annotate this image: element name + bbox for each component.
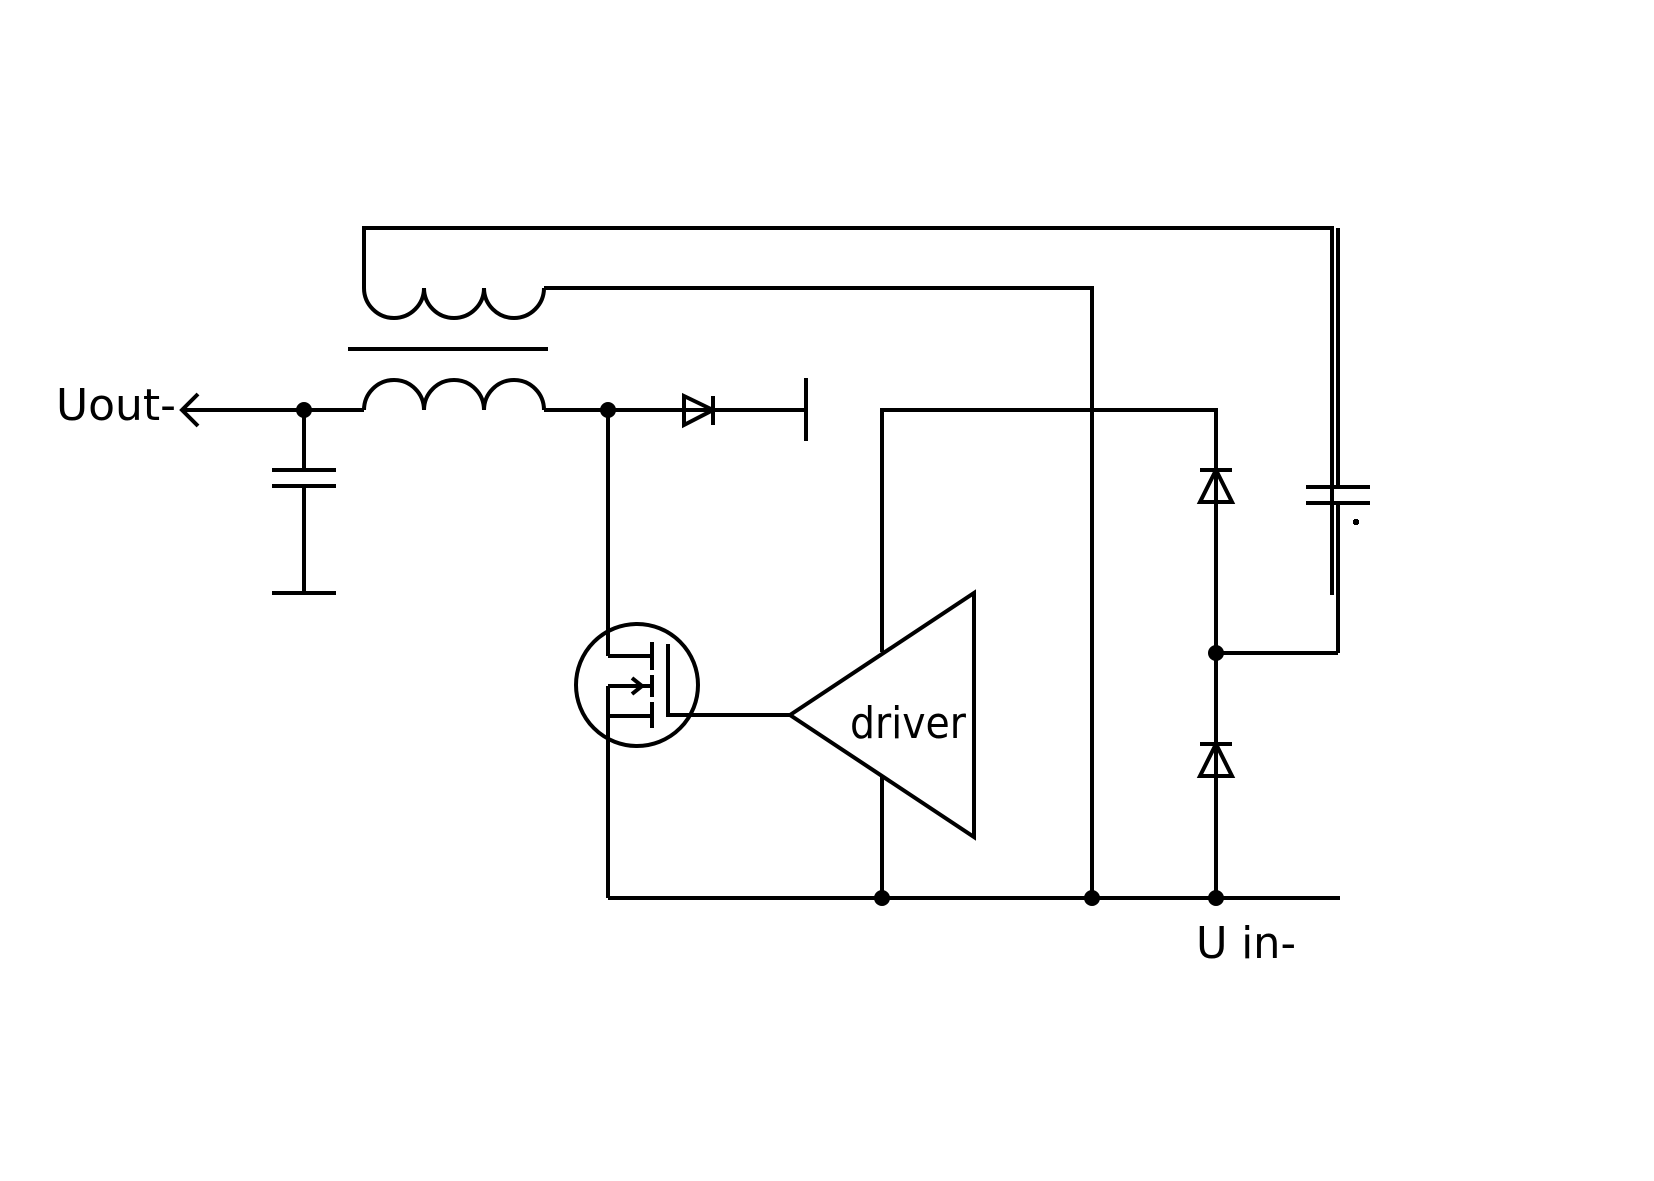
top-loop-wire [362, 226, 1334, 595]
output-capacitor [272, 410, 336, 595]
upper-rectifier-diode [1196, 465, 1236, 504]
secondary-winding [362, 286, 1094, 898]
series-diode [682, 392, 718, 429]
mosfet-switch [574, 410, 790, 898]
primary-winding [362, 378, 546, 411]
junction-dot [1208, 890, 1224, 906]
uout-label: Uout- [56, 380, 176, 431]
junction-dot [1208, 645, 1224, 661]
uin-label: U in- [1196, 918, 1296, 969]
junction-dot [296, 402, 312, 418]
lower-rectifier-diode [1196, 739, 1236, 778]
driver-label: driver [850, 698, 967, 749]
output-terminal [179, 392, 364, 428]
junction-dot [1084, 890, 1100, 906]
junction-dot [874, 890, 890, 906]
junction-dot [600, 402, 616, 418]
driver-amplifier [786, 408, 1218, 898]
polarized-capacitor [1306, 228, 1370, 653]
